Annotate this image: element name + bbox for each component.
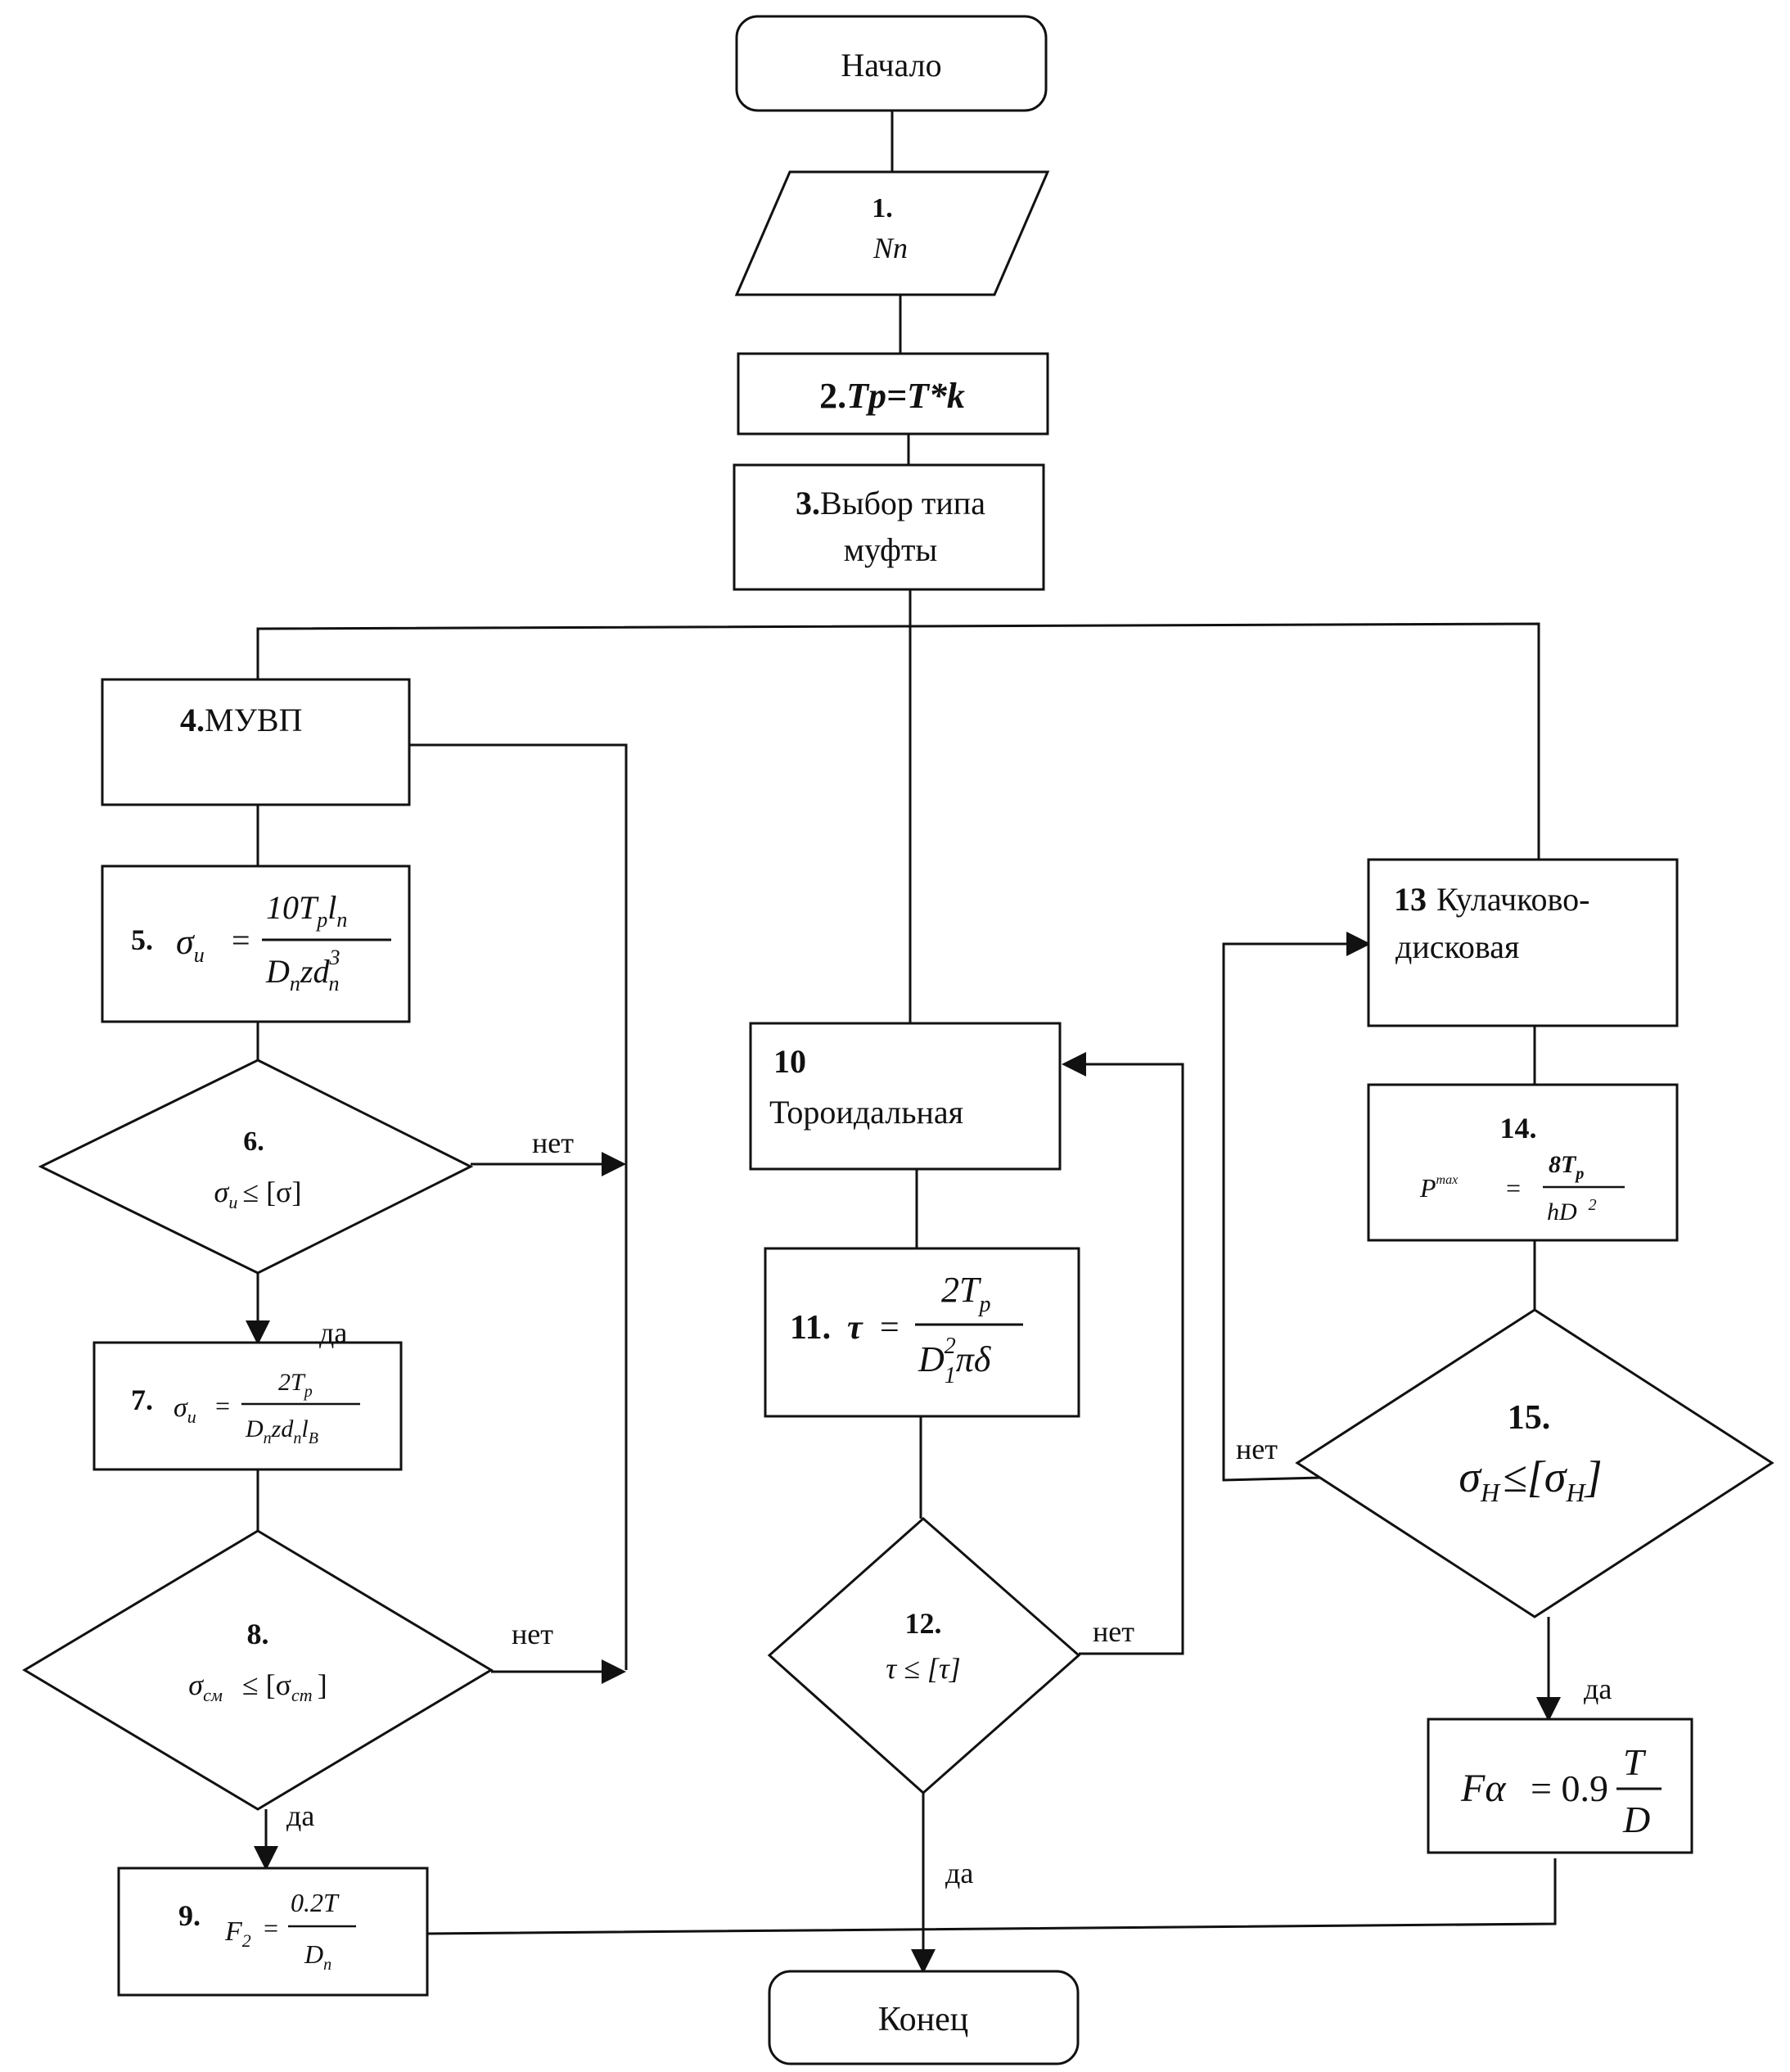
- node-8-text: σсм≤ [σcm]: [188, 1668, 327, 1705]
- svg-text:Dn: Dn: [304, 1939, 331, 1974]
- loop-line-right: [1222, 932, 1371, 1482]
- svg-text:= 0.9: = 0.9: [1531, 1767, 1608, 1809]
- node-12-number: 12.: [905, 1607, 942, 1640]
- start-terminal: [735, 15, 1048, 112]
- decision-diamond-6: [38, 1059, 474, 1275]
- node-10-text: Тороидальная: [769, 1094, 963, 1131]
- svg-text:F2: F2: [224, 1916, 251, 1951]
- process-box-2: [737, 352, 1049, 436]
- node-3-line1: 3.Выбор типа: [796, 485, 985, 521]
- yes-label-12: да: [945, 1857, 973, 1889]
- node-3-line2: муфты: [844, 531, 938, 568]
- yes-label-8: да: [286, 1799, 314, 1832]
- svg-text:5.: 5.: [131, 923, 153, 956]
- svg-text:=: =: [264, 1913, 278, 1943]
- process-box-7: [92, 1341, 403, 1471]
- yes-label-6: да: [319, 1316, 347, 1349]
- node-15-text: σH≤[σH]: [1459, 1452, 1602, 1507]
- svg-text:τ: τ: [847, 1309, 863, 1347]
- loop-line-middle: [1062, 1052, 1184, 1655]
- node-1-number: 1.: [872, 193, 893, 223]
- process-box-10: [749, 1022, 1062, 1171]
- node-16-formula: Fα = 0.9 T D: [1460, 1741, 1661, 1840]
- svg-text:=: =: [1506, 1173, 1521, 1203]
- svg-text:Pmax: Pmax: [1419, 1173, 1458, 1203]
- process-box-9: [117, 1867, 429, 1997]
- process-box-3: [733, 463, 1045, 591]
- branch-line: [256, 622, 1540, 860]
- svg-text:=: =: [232, 922, 250, 959]
- svg-text:=: =: [215, 1391, 230, 1420]
- svg-text:hD2: hD2: [1547, 1196, 1597, 1226]
- node-2-text: 2.Tp=T*k: [819, 376, 965, 416]
- merge-line: [426, 1858, 1557, 1935]
- process-box-13: [1367, 858, 1679, 1027]
- decision-diamond-12: [767, 1516, 1081, 1795]
- node-7-formula: 7. σи = 2Tp DnzdnlB: [131, 1369, 360, 1447]
- node-15-number: 15.: [1508, 1399, 1551, 1437]
- svg-text:11.: 11.: [790, 1309, 831, 1347]
- node-8-number: 8.: [247, 1618, 269, 1650]
- node-4-text: 4.МУВП: [180, 702, 302, 738]
- node-6-text: σи≤ [σ]: [214, 1176, 302, 1212]
- node-12-text: τ ≤ [τ]: [886, 1652, 961, 1685]
- decision-diamond-15: [1295, 1308, 1774, 1618]
- node-13-line2: дисковая: [1395, 928, 1519, 965]
- node-1-text: Nn: [872, 232, 908, 264]
- node-9-formula: 9. F2 = 0.2T Dn: [178, 1888, 356, 1974]
- svg-text:σи: σи: [174, 1393, 196, 1427]
- svg-text:DnzdnlB: DnzdnlB: [245, 1415, 318, 1447]
- end-terminal: [768, 1970, 1080, 2065]
- svg-text:T: T: [1623, 1741, 1647, 1783]
- process-box-11: [764, 1247, 1080, 1418]
- svg-text:Fα: Fα: [1460, 1767, 1506, 1810]
- svg-text:σи: σи: [176, 922, 205, 967]
- svg-text:9.: 9.: [178, 1899, 201, 1932]
- process-box-14: [1367, 1083, 1679, 1242]
- yes-label-15: да: [1584, 1672, 1612, 1705]
- process-box-16: [1427, 1718, 1693, 1854]
- svg-text:7.: 7.: [131, 1384, 153, 1416]
- svg-text:=: =: [880, 1309, 900, 1347]
- start-label: Начало: [841, 47, 941, 84]
- node-14-number: 14.: [1500, 1112, 1537, 1144]
- decision-diamond-8: [22, 1529, 494, 1811]
- loop-line-left: [409, 743, 628, 1670]
- no-label-12: нет: [1093, 1615, 1134, 1648]
- svg-text:2Tp: 2Tp: [941, 1270, 990, 1317]
- svg-text:D: D: [1622, 1799, 1650, 1840]
- no-label-6: нет: [532, 1126, 574, 1159]
- input-parallelogram-1: [734, 170, 1050, 296]
- svg-text:10Tpln: 10Tpln: [266, 889, 347, 932]
- node-10-number: 10: [773, 1043, 806, 1080]
- end-label: Конец: [878, 2001, 969, 2038]
- no-label-15: нет: [1236, 1433, 1278, 1465]
- process-box-4: [101, 678, 411, 806]
- svg-text:0.2T: 0.2T: [291, 1888, 340, 1917]
- node-6-number: 6.: [243, 1126, 264, 1157]
- svg-text:8Tp: 8Tp: [1549, 1151, 1584, 1183]
- no-label-8: нет: [512, 1618, 553, 1650]
- svg-text:2Tp: 2Tp: [278, 1369, 313, 1401]
- process-box-5: [101, 864, 411, 1023]
